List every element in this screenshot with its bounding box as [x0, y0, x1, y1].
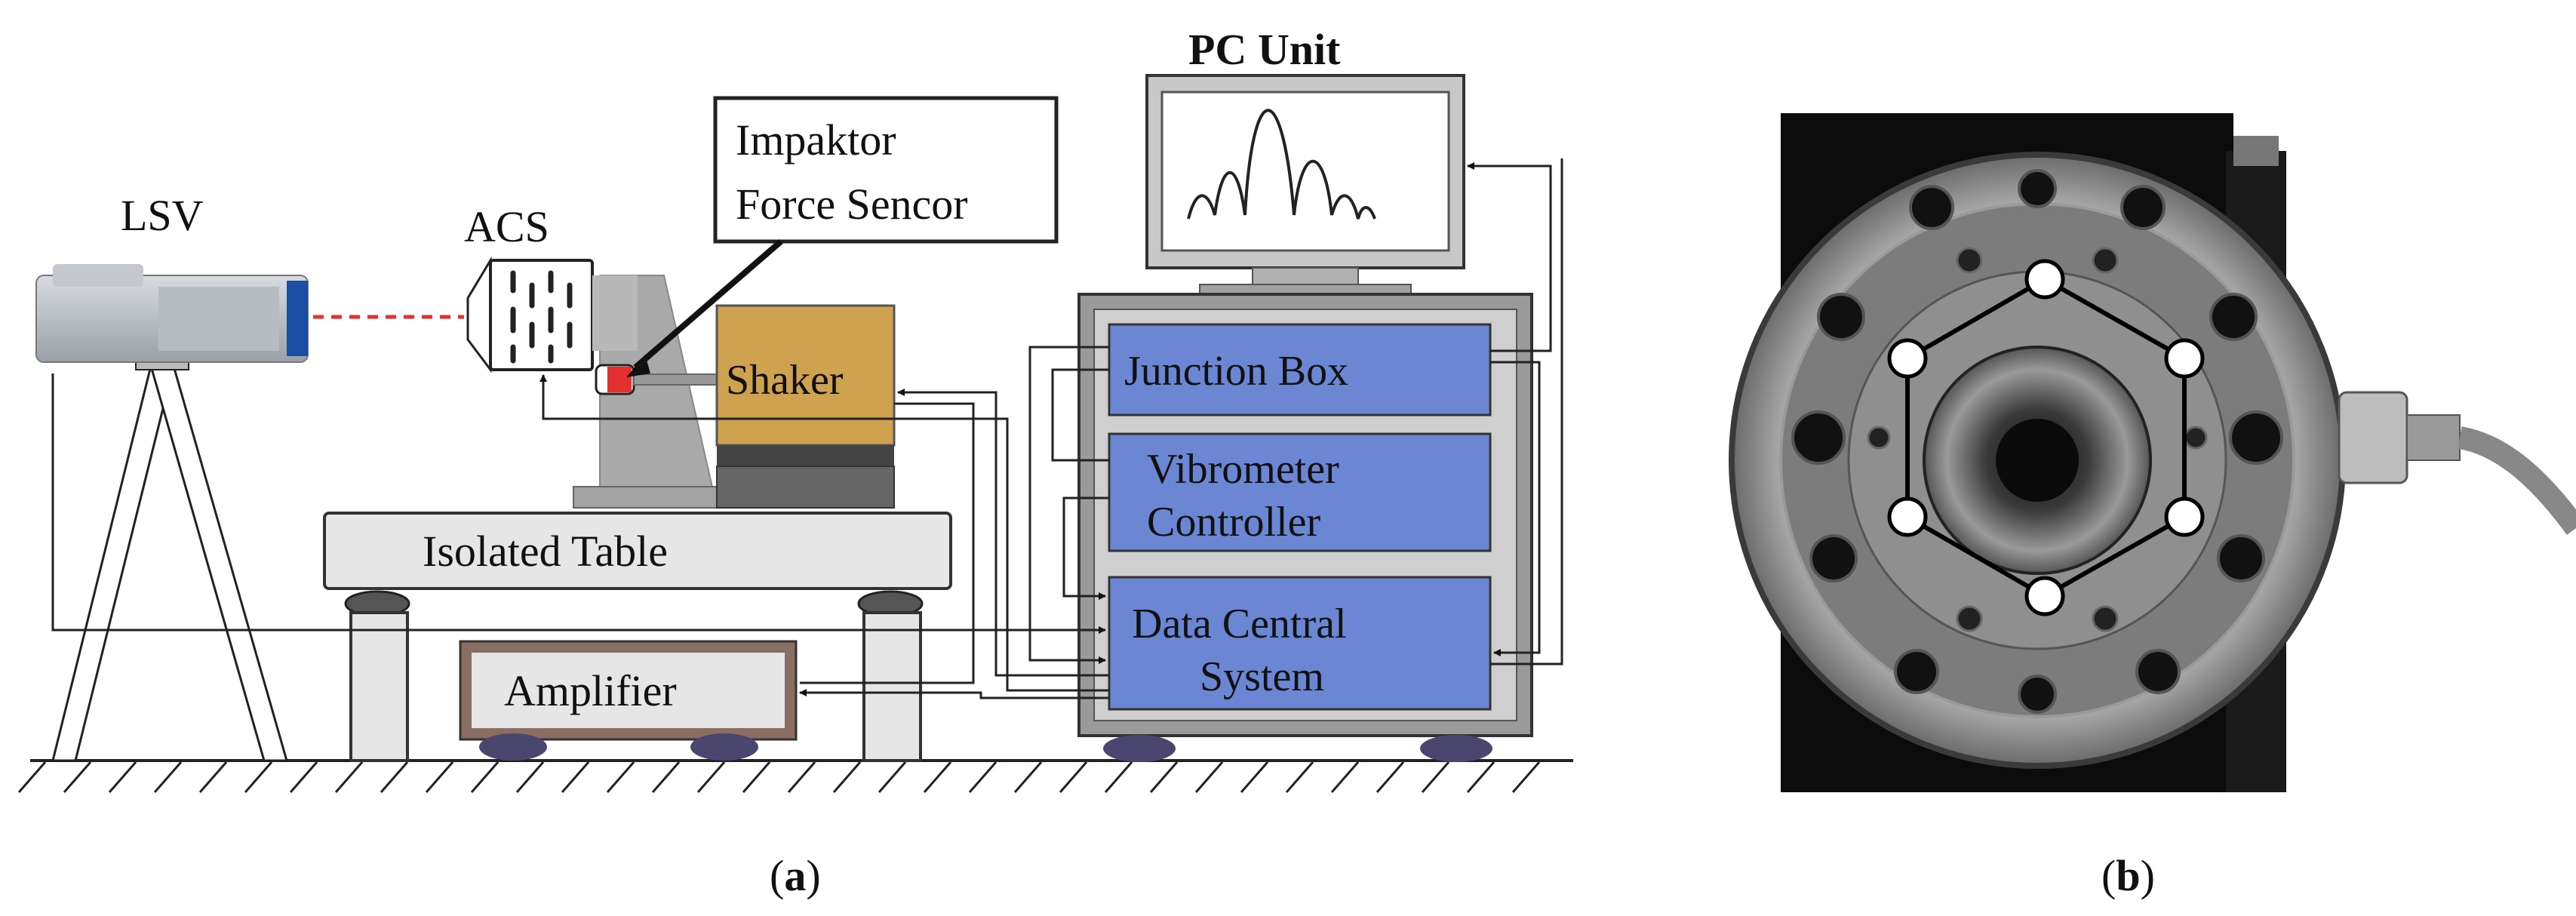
ground-hatch: [742, 761, 771, 793]
ground-hatch: [1285, 761, 1314, 793]
amplifier: [459, 640, 798, 761]
acs-sensor: [466, 256, 594, 373]
pc-unit-label: PC Unit: [1188, 25, 1341, 74]
amplifier-label: Amplifier: [504, 666, 677, 715]
dcs-label-line1: Data Central: [1132, 601, 1347, 647]
ground-hatch: [1330, 761, 1360, 793]
junction-box-label: Junction Box: [1124, 348, 1348, 395]
ground-hatch: [606, 761, 635, 793]
ground-hatch: [1059, 761, 1088, 793]
ground-hatch: [515, 761, 545, 793]
ground: [17, 759, 1573, 793]
ground-hatch: [923, 761, 952, 793]
measurement-point: [2024, 259, 2065, 300]
ground-hatch: [1376, 761, 1405, 793]
ground-hatch: [1240, 761, 1269, 793]
junction-box-module: [1108, 323, 1492, 417]
wiring: [51, 158, 1563, 699]
ground-hatch: [244, 761, 273, 793]
lsv-tripod: [51, 354, 288, 762]
ground-hatch: [1104, 761, 1133, 793]
measurement-point: [2164, 496, 2205, 537]
ground-hatch: [651, 761, 681, 793]
ground-hatch: [198, 761, 228, 793]
impaktor-pointer: [633, 238, 783, 370]
isolated-table-label: Isolated Table: [423, 527, 668, 576]
ground-hatch: [561, 761, 590, 793]
impaktor-label-line2: Force Sencor: [736, 180, 968, 229]
ground-hatch: [380, 761, 409, 793]
ground-hatch: [470, 761, 500, 793]
ground-hatch: [289, 761, 318, 793]
ground-hatch: [425, 761, 454, 793]
isolated-table: [323, 512, 952, 762]
ground-hatch: [17, 761, 47, 793]
ground-hatch: [153, 761, 183, 793]
vibrometer-label-line1: Vibrometer: [1147, 446, 1339, 493]
ground-hatch: [1013, 761, 1043, 793]
vibrometer-label-line2: Controller: [1147, 499, 1321, 546]
impaktor-label-line1: Impaktor: [736, 115, 896, 164]
ground-hatch: [1466, 761, 1495, 793]
ground-hatch: [334, 761, 364, 793]
acs-label: ACS: [464, 202, 549, 251]
lsv-label: LSV: [121, 191, 204, 240]
impaktor-force-sensor: [595, 364, 733, 395]
ground-hatch: [832, 761, 862, 793]
measurement-hexagon: [1887, 259, 2205, 616]
ground-hatch: [1511, 761, 1541, 793]
panel-a: LSV ACS Impaktor F: [17, 25, 1573, 900]
ground-hatch: [1149, 761, 1179, 793]
shaker-label: Shaker: [726, 357, 844, 404]
ground-hatch: [63, 761, 92, 793]
measurement-point: [2164, 338, 2205, 379]
ground-hatch: [696, 761, 726, 793]
ground-hatch: [787, 761, 816, 793]
measurement-point: [1887, 338, 1928, 379]
impaktor-label-box: [713, 96, 1059, 244]
panel-b: (b): [1729, 113, 2576, 900]
ground-hatch: [108, 761, 137, 793]
sensor-photo: [1729, 113, 2576, 792]
ground-hatch: [968, 761, 998, 793]
ground-hatch: [1421, 761, 1450, 793]
shaker: [715, 304, 896, 509]
ground-hatch: [878, 761, 907, 793]
lsv-head: [35, 264, 309, 363]
ground-hatch: [1194, 761, 1224, 793]
measurement-point: [1887, 496, 1928, 537]
dcs-label-line2: System: [1200, 653, 1324, 700]
caption-a: (a): [770, 851, 821, 900]
data-central-system-module: [1108, 576, 1492, 711]
measurement-point: [2024, 576, 2065, 616]
vibrometer-controller-module: [1108, 432, 1492, 552]
pc-monitor: [1145, 74, 1465, 296]
caption-b: (b): [2101, 851, 2155, 900]
